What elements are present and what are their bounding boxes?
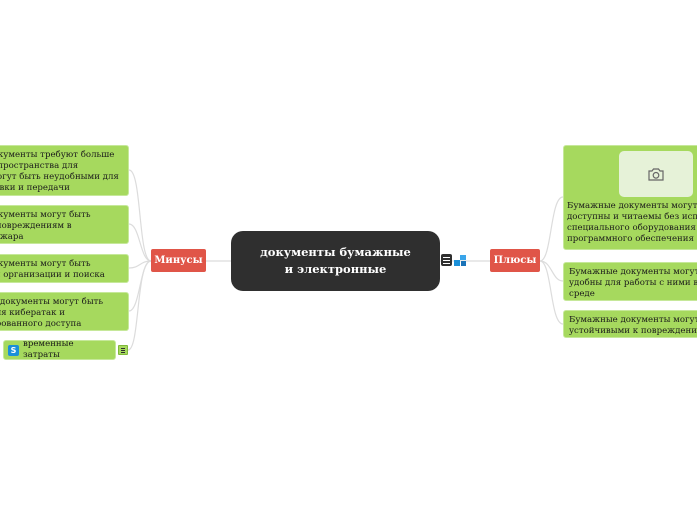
menu-icon[interactable]	[118, 345, 128, 355]
link-minus-leaf1	[128, 169, 152, 262]
minus-item-3-label: Бумажные документы могут быть трудными д…	[0, 259, 105, 280]
minus-item-5[interactable]: S временные затраты	[3, 340, 116, 360]
notes-icon[interactable]	[441, 254, 452, 266]
link-minus-leaf2	[128, 223, 152, 262]
minus-item-1-label: Бумажные документы требуют больше физиче…	[0, 150, 119, 193]
plus-item-3[interactable]: Бумажные документы могут быть устойчивым…	[563, 310, 697, 338]
mindmap-icon[interactable]	[454, 254, 467, 267]
plus-item-2[interactable]: Бумажные документы могут быть удобны для…	[563, 262, 697, 301]
skype-icon: S	[8, 344, 19, 356]
link-minus-leaf4	[128, 260, 152, 312]
link-plus-leaf3	[539, 260, 564, 325]
minus-item-4-label: Электронные документы могут быть уязвимы…	[0, 297, 104, 329]
minus-item-2[interactable]: Бумажные документы могут быть подвержены…	[0, 205, 129, 244]
central-topic[interactable]: документы бумажные и электронные	[231, 231, 440, 291]
plus-item-1-label: Бумажные документы могут быть доступны и…	[567, 201, 697, 244]
minus-item-4[interactable]: Электронные документы могут быть уязвимы…	[0, 292, 129, 331]
branch-minus-label: Минусы	[154, 255, 203, 266]
plus-item-3-label: Бумажные документы могут быть устойчивым…	[569, 315, 697, 336]
image-placeholder[interactable]	[619, 151, 693, 197]
central-topic-label: документы бумажные и электронные	[260, 245, 411, 276]
plus-item-2-label: Бумажные документы могут быть удобны для…	[569, 267, 697, 299]
link-minus-leaf5	[127, 260, 152, 351]
branch-plus-label: Плюсы	[493, 255, 537, 266]
branch-plus[interactable]: Плюсы	[490, 249, 540, 272]
minus-item-3[interactable]: Бумажные документы могут быть трудными д…	[0, 254, 129, 283]
minus-item-5-label: временные затраты	[23, 340, 74, 360]
minus-item-1[interactable]: Бумажные документы требуют больше физиче…	[0, 145, 129, 196]
link-plus-leaf1	[539, 196, 564, 262]
minus-item-2-label: Бумажные документы могут быть подвержены…	[0, 210, 91, 242]
plus-item-1[interactable]: Бумажные документы могут быть доступны и…	[563, 145, 697, 250]
branch-minus[interactable]: Минусы	[151, 249, 206, 272]
camera-icon	[648, 167, 664, 181]
